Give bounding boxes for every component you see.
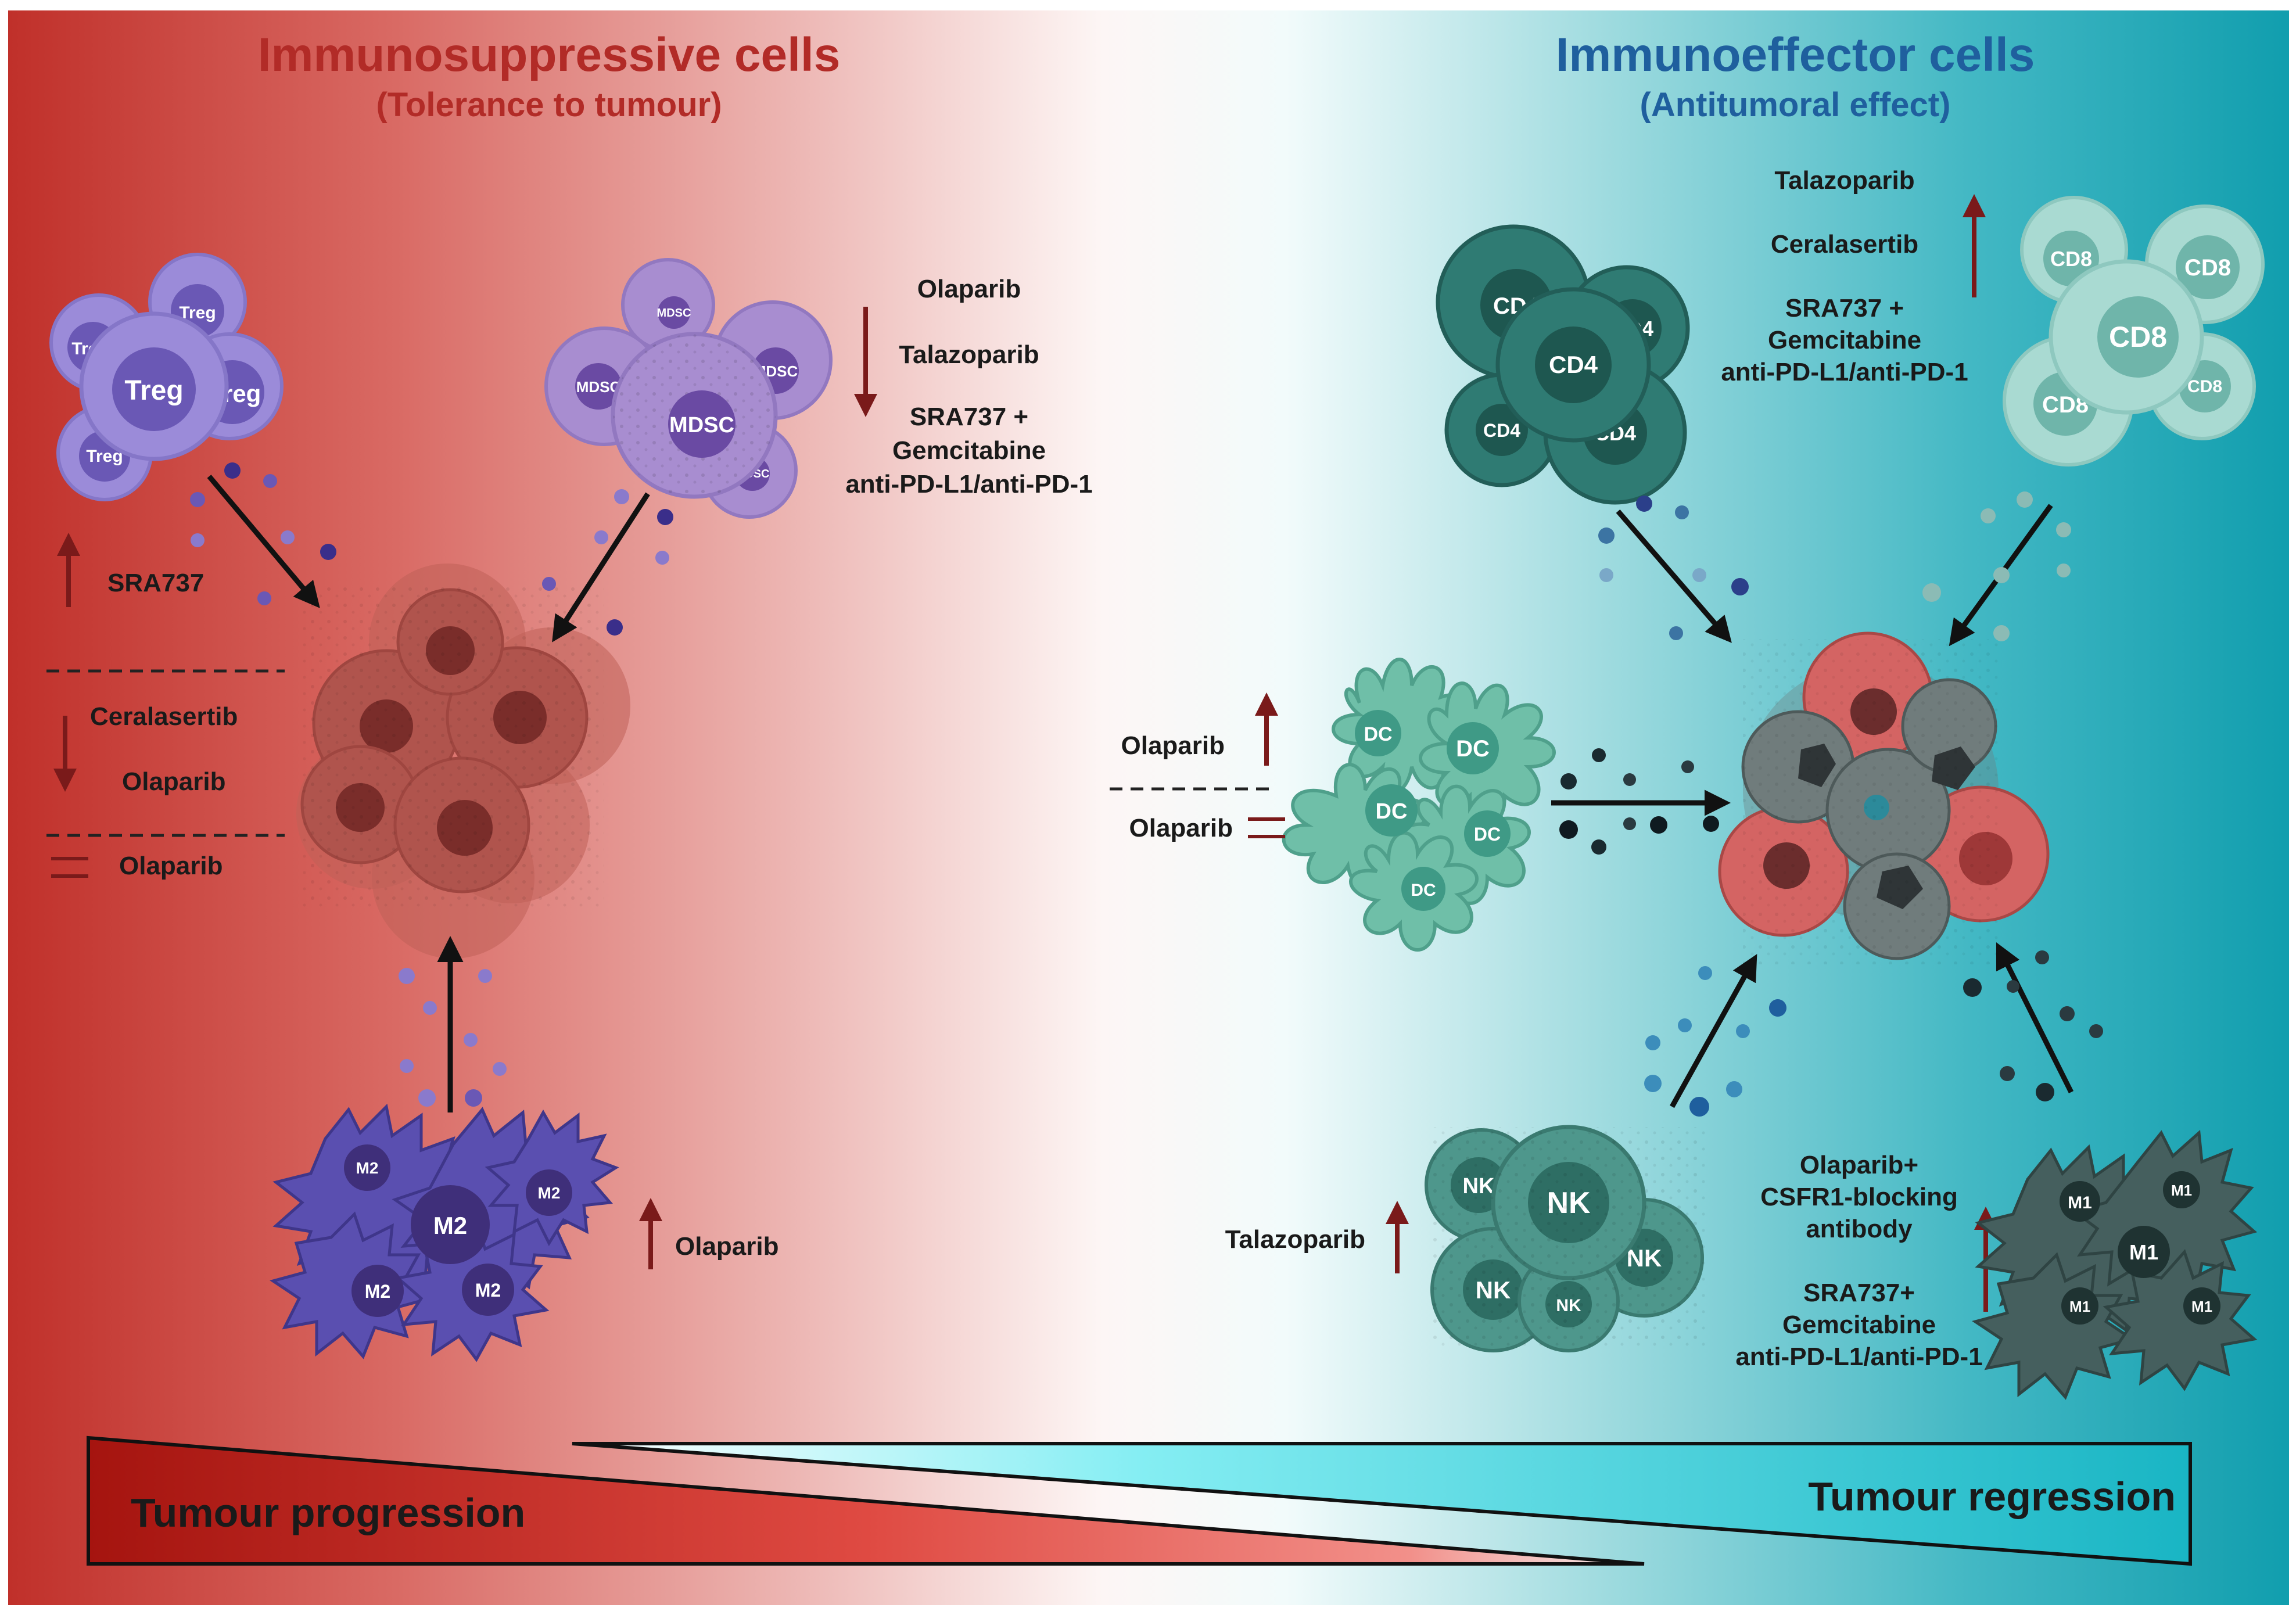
right-header-subtitle: (Antitumoral effect) bbox=[1640, 86, 1951, 124]
m2-macrophage-labels: M2 M2 M2 M2 M2 bbox=[344, 1144, 572, 1317]
treg-cell-cluster: Treg Treg Treg Treg Treg bbox=[49, 253, 284, 501]
m1-drug-gemcitabine: Gemcitabine bbox=[1782, 1311, 1936, 1339]
svg-text:DC: DC bbox=[1364, 723, 1392, 745]
svg-text:DC: DC bbox=[1411, 881, 1436, 900]
m2-drug-olaparib: Olaparib bbox=[675, 1232, 779, 1261]
nk-drug-talazoparib: Talazoparib bbox=[1225, 1225, 1365, 1254]
mdsc-drug-gemcitabine: Gemcitabine bbox=[892, 436, 1046, 465]
cytokine-dots-right bbox=[1559, 491, 2103, 1117]
treg-drug-olaparib-unchanged: Olaparib bbox=[119, 852, 223, 880]
svg-text:M2: M2 bbox=[356, 1159, 379, 1177]
svg-text:M2: M2 bbox=[475, 1280, 501, 1301]
svg-text:DC: DC bbox=[1456, 736, 1490, 762]
svg-text:M2: M2 bbox=[433, 1212, 467, 1239]
cd8-cell-cluster: CD8 CD8 CD8 CD8 CD8 bbox=[2003, 196, 2265, 466]
treg-to-tumour-arrow bbox=[207, 475, 320, 608]
cd8-drug-gemcitabine: Gemcitabine bbox=[1768, 326, 1921, 354]
dc-drug-olaparib-unchanged: Olaparib bbox=[1129, 814, 1233, 842]
cd8-drug-anti-pd: anti-PD-L1/anti-PD-1 bbox=[1721, 358, 1968, 386]
cd8-drug-ceralasertib: Ceralasertib bbox=[1771, 230, 1918, 259]
tumour-cell-cluster-left bbox=[296, 564, 630, 959]
svg-text:CD8: CD8 bbox=[2109, 321, 2167, 353]
nk-to-tumour-arrow bbox=[1670, 954, 1757, 1108]
m1-drug-sra737: SRA737+ bbox=[1803, 1279, 1915, 1307]
mdsc-to-tumour-arrow bbox=[552, 492, 650, 643]
svg-text:M2: M2 bbox=[365, 1281, 390, 1302]
svg-text:M1: M1 bbox=[2129, 1240, 2158, 1264]
cd8-drug-talazoparib: Talazoparib bbox=[1774, 166, 1914, 195]
svg-text:CD4: CD4 bbox=[1483, 420, 1520, 441]
svg-text:M1: M1 bbox=[2068, 1193, 2092, 1212]
treg-drug-ceralasertib: Ceralasertib bbox=[90, 702, 238, 731]
svg-text:MDSC: MDSC bbox=[669, 413, 734, 437]
svg-text:Treg: Treg bbox=[124, 375, 183, 406]
dendritic-cell-cluster bbox=[1282, 658, 1556, 952]
m1-drug-anti-pd: anti-PD-L1/anti-PD-1 bbox=[1735, 1343, 1982, 1371]
svg-text:CD8: CD8 bbox=[2050, 247, 2092, 271]
svg-text:M1: M1 bbox=[2171, 1182, 2192, 1199]
treg-drug-olaparib: Olaparib bbox=[122, 767, 226, 796]
mdsc-cell-cluster: MDSC MDSC MDSC MDSC MDSC bbox=[544, 258, 833, 519]
mdsc-drug-sra737: SRA737 + bbox=[910, 403, 1028, 431]
m1-drug-olaparib: Olaparib+ bbox=[1800, 1151, 1918, 1179]
cd8-drug-sra737: SRA737 + bbox=[1785, 294, 1904, 322]
nk-cell-cluster: NK NK NK NK NK bbox=[1425, 1125, 1708, 1352]
dc-drug-olaparib: Olaparib bbox=[1121, 731, 1225, 760]
tumour-cell-cluster-right bbox=[1718, 631, 2050, 964]
tumour-regression-label: Tumour regression bbox=[1808, 1474, 2176, 1519]
cd4-cell-cluster: CD4 CD4 CD4 CD4 CD4 bbox=[1436, 224, 1690, 505]
svg-text:CD8: CD8 bbox=[2187, 377, 2222, 396]
right-header-title: Immunoeffector cells bbox=[1556, 28, 2035, 81]
mdsc-drug-talazoparib: Talazoparib bbox=[899, 340, 1039, 369]
svg-text:DC: DC bbox=[1376, 799, 1408, 824]
svg-text:M1: M1 bbox=[2191, 1298, 2212, 1315]
m1-to-tumour-arrow bbox=[1996, 942, 2074, 1094]
treg-drug-sra737: SRA737 bbox=[107, 569, 204, 597]
svg-text:M2: M2 bbox=[538, 1184, 561, 1202]
m1-drug-csfr1: CSFR1-blocking bbox=[1760, 1183, 1958, 1211]
svg-text:CD8: CD8 bbox=[2184, 255, 2231, 281]
svg-text:MDSC: MDSC bbox=[657, 307, 691, 320]
tumour-progression-wedge bbox=[87, 1435, 1645, 1566]
svg-text:CD4: CD4 bbox=[1549, 351, 1598, 378]
mdsc-drug-olaparib: Olaparib bbox=[917, 275, 1021, 303]
dendritic-cell-labels: DC DC DC DC DC bbox=[1355, 710, 1511, 911]
left-header-title: Immunosuppressive cells bbox=[258, 28, 841, 81]
tumour-progression-label: Tumour progression bbox=[131, 1490, 525, 1535]
m1-drug-antibody: antibody bbox=[1806, 1215, 1913, 1243]
mdsc-drug-anti-pd: anti-PD-L1/anti-PD-1 bbox=[845, 470, 1092, 498]
svg-text:M1: M1 bbox=[2069, 1298, 2090, 1315]
svg-text:MDSC: MDSC bbox=[576, 378, 621, 396]
tumour-regression-wedge bbox=[572, 1442, 2192, 1566]
cytokine-dots-left bbox=[190, 462, 673, 1107]
cd4-to-tumour-arrow bbox=[1616, 509, 1732, 643]
m1-macrophage-labels: M1 M1 M1 M1 M1 bbox=[2060, 1171, 2220, 1325]
svg-text:DC: DC bbox=[1474, 824, 1501, 845]
left-header-subtitle: (Tolerance to tumour) bbox=[376, 86, 722, 124]
